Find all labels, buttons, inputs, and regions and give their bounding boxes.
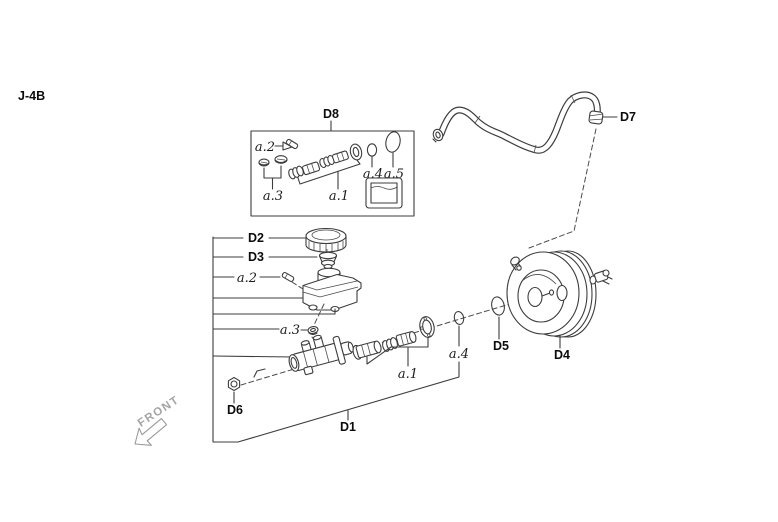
kit-label-a1: a.1 bbox=[329, 189, 349, 204]
roll-pin-a2: a.2 bbox=[212, 271, 304, 290]
front-label: FRONT bbox=[136, 394, 182, 430]
cap-ribs bbox=[308, 241, 344, 252]
callout-d4: D4 bbox=[554, 348, 570, 362]
master-cylinder-body bbox=[212, 334, 354, 376]
hose-clamp-left bbox=[432, 128, 444, 143]
label-a4: a.4 bbox=[449, 347, 469, 362]
callout-d2: D2 bbox=[248, 231, 264, 245]
kit-box-outline bbox=[250, 130, 415, 217]
front-direction-arrow: FRONT bbox=[134, 394, 182, 446]
kit-pin bbox=[285, 138, 299, 150]
reservoir-tank bbox=[212, 267, 362, 315]
label-a3: a.3 bbox=[280, 323, 300, 338]
kit-label-a5: a.5 bbox=[384, 167, 404, 182]
kit-oring-a5: a.5 bbox=[384, 131, 404, 182]
oring-a4: a.4 bbox=[449, 311, 469, 378]
kit-piston-set-a1: a.1 bbox=[288, 143, 363, 204]
label-a2: a.2 bbox=[237, 271, 257, 286]
label-a1: a.1 bbox=[398, 367, 418, 382]
kit-label-a2: a.2 bbox=[255, 140, 275, 155]
page-code: J-4B bbox=[18, 89, 45, 103]
retainer-disc bbox=[419, 316, 435, 338]
brake-booster-d4: D4 bbox=[506, 250, 613, 362]
callout-bracket-d1: D1 bbox=[212, 236, 460, 443]
centerline-bend-mark bbox=[253, 368, 266, 378]
kit-grease-sachet bbox=[365, 177, 403, 209]
check-valve bbox=[510, 256, 522, 271]
callout-d3: D3 bbox=[248, 250, 264, 264]
piston-set-a1: a.1 bbox=[352, 316, 435, 382]
grommet-a3: a.3 bbox=[212, 303, 325, 348]
repair-kit-box-d8: D8 a.2 a.3 bbox=[250, 107, 415, 217]
kit-label-a3: a.3 bbox=[263, 189, 283, 204]
callout-d6: D6 bbox=[227, 403, 243, 417]
callout-d1: D1 bbox=[340, 420, 356, 434]
booster-studs bbox=[589, 269, 613, 285]
gasket-d5: D5 bbox=[491, 296, 509, 353]
front-arrow-icon bbox=[134, 417, 168, 446]
callout-d5: D5 bbox=[493, 339, 509, 353]
kit-ring-a4: a.4 bbox=[363, 143, 383, 182]
callout-d7: D7 bbox=[620, 110, 636, 124]
reservoir-cap-d2: D2 bbox=[212, 227, 347, 253]
kit-caps-a3: a.3 bbox=[258, 155, 288, 204]
vacuum-hose-d7: D7 bbox=[432, 91, 636, 249]
hose-leader-dashed bbox=[528, 128, 597, 249]
flange-nut-d6: D6 bbox=[227, 376, 243, 417]
callout-d8: D8 bbox=[323, 107, 339, 121]
reservoir-strainer-d3: D3 bbox=[212, 249, 338, 271]
hose-clamp-right bbox=[588, 110, 604, 125]
